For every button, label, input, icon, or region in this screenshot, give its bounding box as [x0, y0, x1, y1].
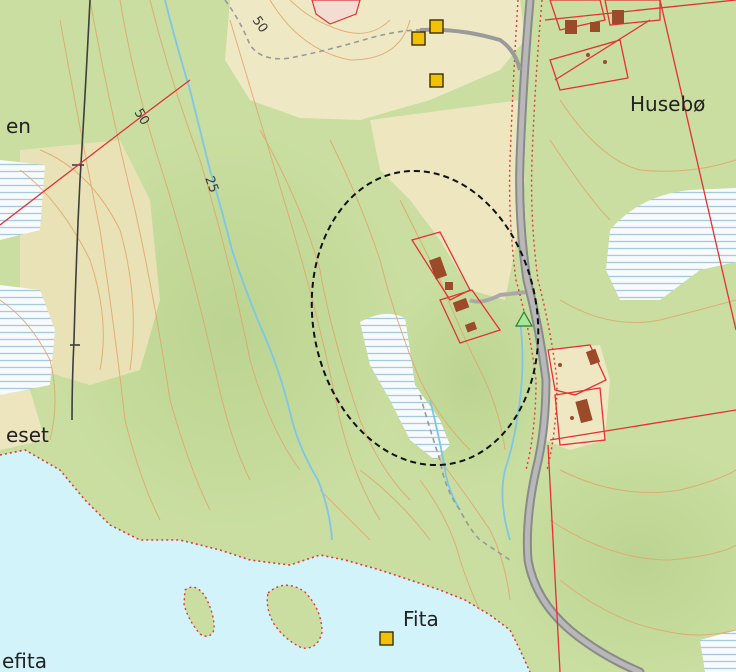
water-body: [0, 450, 530, 672]
water-shoreline: [0, 449, 531, 672]
place-label-en: en: [6, 114, 31, 138]
point-markers: [558, 53, 607, 420]
road-edge-dotted: [508, 0, 537, 471]
access-track: [469, 290, 528, 304]
place-label-husebo: Husebø: [630, 92, 705, 116]
island: [183, 586, 215, 637]
marsh-area: [0, 285, 55, 395]
place-label-eset: eset: [6, 423, 49, 447]
yellow-square-icon[interactable]: [379, 631, 394, 646]
open-land: [20, 140, 160, 385]
footpath: [224, 0, 511, 561]
place-label-fita: Fita: [403, 607, 439, 631]
triangle-icon[interactable]: [514, 310, 534, 327]
area-of-interest-ellipse[interactable]: [289, 153, 561, 483]
main-road: [517, 0, 643, 672]
island: [266, 584, 323, 649]
place-label-efita: efita: [2, 649, 47, 672]
yellow-square-icon[interactable]: [429, 19, 444, 34]
road-edge-dotted: [530, 0, 558, 471]
yellow-square-icon[interactable]: [411, 31, 426, 46]
contour-label-25: 25: [201, 174, 221, 195]
marsh-area: [0, 160, 45, 240]
buildings: [428, 10, 624, 424]
open-land: [0, 380, 45, 450]
hilltop: [311, 0, 361, 25]
contour-label-50-left: 50: [131, 106, 152, 128]
stream: [164, 0, 524, 541]
open-land: [370, 100, 525, 300]
marsh-area: [700, 630, 736, 672]
marsh-area: [360, 313, 450, 460]
marsh-area: [606, 188, 736, 300]
yellow-square-icon[interactable]: [429, 73, 444, 88]
